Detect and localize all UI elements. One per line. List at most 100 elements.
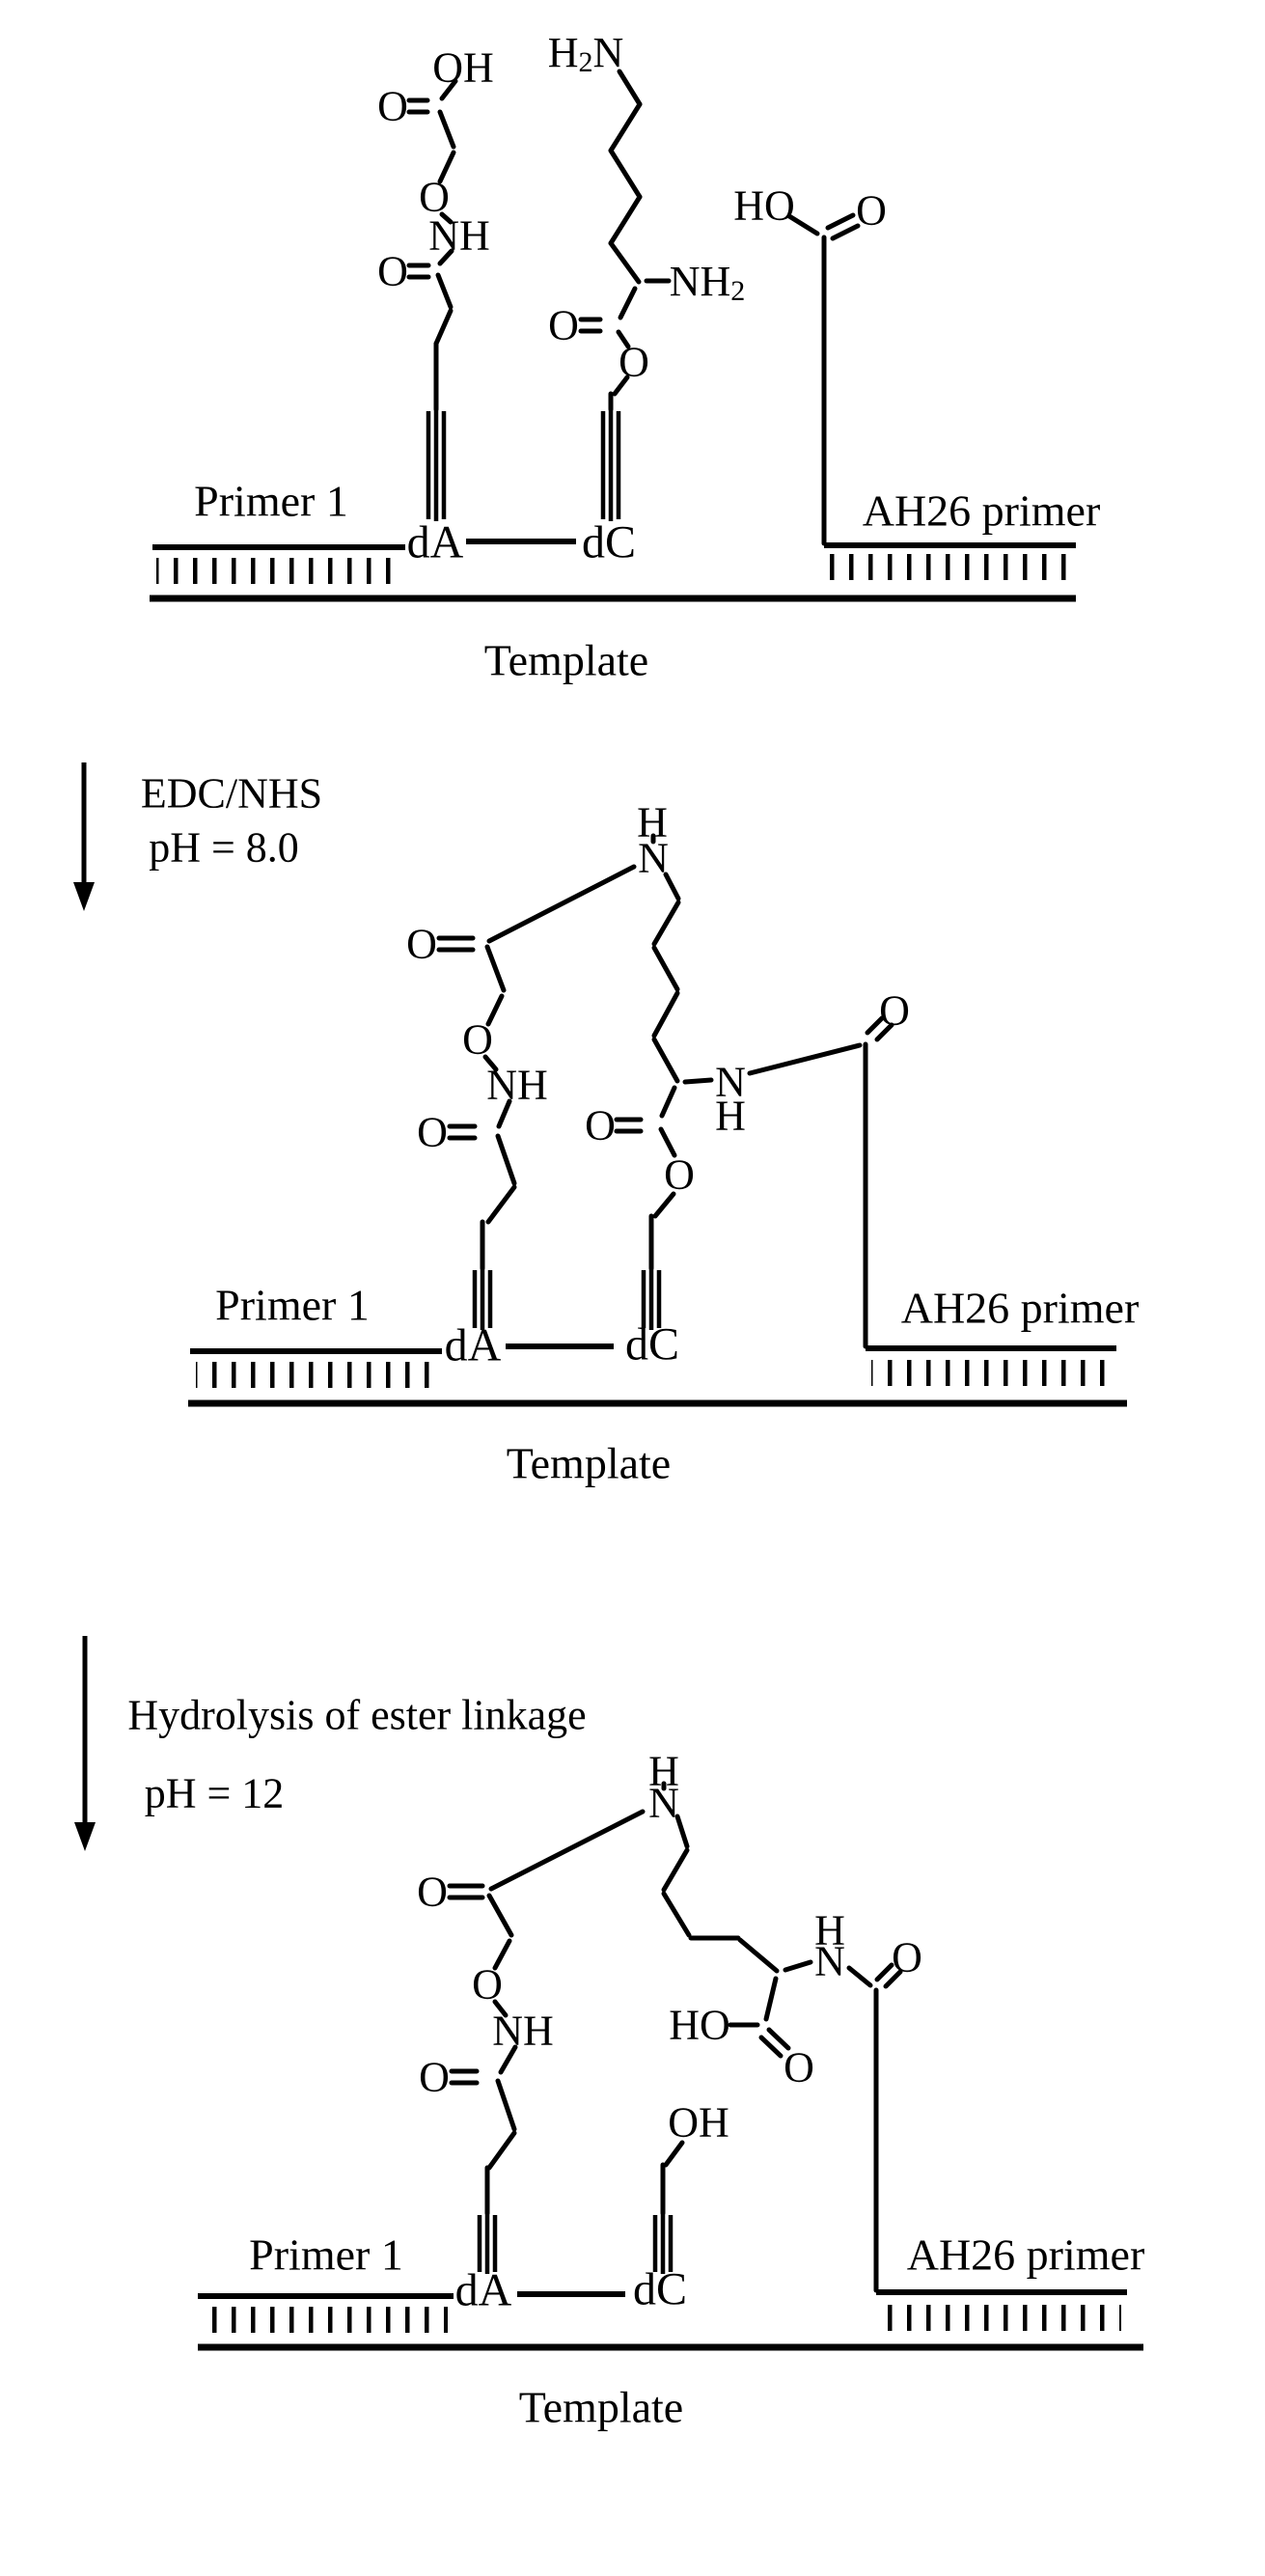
structure-oxyamine-acid-arm: OH O O NH O <box>377 44 494 521</box>
basepair-hatch-right <box>882 2305 1121 2331</box>
basepair-hatch-left <box>196 1362 437 1388</box>
condition-label: pH = 8.0 <box>149 824 299 872</box>
basepair-hatch-right <box>871 1360 1111 1386</box>
bond-oh-ch2 <box>663 2140 685 2168</box>
bond-c-n <box>783 1959 813 1973</box>
atom-label-ester-carbonyl-o: O <box>585 1102 616 1150</box>
nucleotide-dc: dC <box>582 517 636 568</box>
bond <box>437 150 456 184</box>
double-bond-line <box>865 1015 885 1036</box>
alkyne-triple-bond <box>426 409 447 521</box>
bond <box>495 2078 517 2132</box>
bond <box>618 286 638 320</box>
structure-bridge-amine: H N <box>488 1748 679 1892</box>
atom-label-nh2: NH2 <box>670 258 746 307</box>
atom-label-oh: OH <box>668 2099 729 2147</box>
double-bond-line <box>874 1962 894 1982</box>
atom-label-amide-o: O <box>419 2054 450 2101</box>
double-bond-line <box>883 1969 903 1989</box>
bond <box>651 990 680 1039</box>
bond-n-carbonyl <box>486 864 637 944</box>
nucleotide-dc: dC <box>633 2264 687 2315</box>
bond-c-o <box>658 1126 677 1158</box>
dna-assembly: Primer 1 dA dC AH26 primer Template <box>188 1281 1139 1488</box>
panel-hydrolyzed: H N O O NH O <box>198 1748 1144 2432</box>
alkyne-triple-bond <box>641 1268 662 1330</box>
structure-lysine-acid: H N O HO O <box>661 1814 922 2293</box>
atom-label-h2n: H2N <box>548 29 624 78</box>
bond-o-nh <box>439 211 454 225</box>
nucleotide-da: dA <box>455 2265 512 2316</box>
atom-label-ester-o: O <box>664 1151 695 1199</box>
ah26-primer-label: AH26 primer <box>863 486 1101 536</box>
atom-label-oh: OH <box>432 44 494 92</box>
nucleotide-da: dA <box>407 517 464 568</box>
bond <box>617 69 643 107</box>
structure-oxyamine-arm: O O NH O <box>417 1869 554 2274</box>
structure-lysine-ester: H2N NH2 O O <box>548 29 746 521</box>
bond <box>495 1133 517 1186</box>
atom-label-ester-carbonyl-o: O <box>548 302 579 349</box>
panel-initial: OH O O NH O H2N <box>150 29 1100 685</box>
structure-bridge-amine: H N <box>486 799 669 944</box>
arrow-head <box>74 1822 96 1851</box>
bond <box>674 1814 690 1849</box>
bond <box>437 109 456 150</box>
bond <box>651 945 680 992</box>
atom-label-carboxyl-o: O <box>377 83 408 130</box>
structure-hydroxymethyl-arm: OH <box>652 2099 729 2274</box>
bond-ho-c <box>786 213 820 236</box>
bond <box>486 2130 517 2171</box>
atom-label-ester-o: O <box>619 339 649 386</box>
bond <box>485 1184 517 1225</box>
bond <box>492 1938 512 1971</box>
atom-label-oxime-o: O <box>472 1961 503 2008</box>
bond <box>651 1037 680 1084</box>
atom-label-amide-n: N <box>814 1938 845 1985</box>
atom-label-ah26-o: O <box>879 987 910 1035</box>
reaction-arrow-2: Hydrolysis of ester linkage pH = 12 <box>74 1636 587 1851</box>
atom-label-oxime-o: O <box>419 174 450 221</box>
atom-label-amide-h: H <box>715 1093 746 1140</box>
bond-c-o <box>616 329 631 349</box>
bond <box>608 240 642 285</box>
template-label: Template <box>519 2383 683 2432</box>
bond <box>663 872 681 901</box>
ah26-primer-label: AH26 primer <box>907 2230 1145 2280</box>
ah26-primer-label: AH26 primer <box>901 1284 1140 1333</box>
bond <box>651 900 681 947</box>
bond-n-ah26c <box>747 1042 863 1076</box>
basepair-hatch-right <box>830 554 1071 580</box>
basepair-hatch-left <box>205 2307 448 2333</box>
dna-assembly: Primer 1 dA dC AH26 primer Template <box>198 2230 1144 2432</box>
bond-c-oh <box>439 78 458 101</box>
primer1-label: Primer 1 <box>194 477 348 526</box>
bond <box>612 374 630 397</box>
atom-label-acid-o: O <box>856 187 887 235</box>
double-bond-line <box>830 223 861 241</box>
bond <box>661 1847 690 1893</box>
bond <box>608 148 643 200</box>
bond-o-nh <box>482 1054 499 1072</box>
atom-label-ho: HO <box>733 182 795 230</box>
bond-n-ah26c <box>846 1965 873 1988</box>
bond <box>661 1891 692 1938</box>
atom-label-amide-o: O <box>377 248 408 295</box>
arrow-head <box>73 882 95 911</box>
atom-label-n: N <box>648 1780 679 1827</box>
template-label: Template <box>484 636 648 685</box>
nucleotide-da: dA <box>445 1320 502 1371</box>
dna-assembly: Primer 1 dA dC AH26 primer Template <box>150 477 1100 685</box>
double-bond-line <box>874 1022 894 1042</box>
bond <box>608 194 643 246</box>
atom-label-amide-n: N <box>715 1059 746 1106</box>
bond-nh-c <box>437 248 454 266</box>
atom-label-oxime-o: O <box>462 1016 493 1064</box>
alkyne-triple-bond <box>472 1268 493 1330</box>
alkyne-triple-bond <box>600 409 621 521</box>
atom-label-nh: NH <box>428 212 490 260</box>
atom-label-amide-h: H <box>814 1907 845 1954</box>
double-bond-line <box>758 2035 784 2059</box>
bond-nh-c <box>496 1098 512 1129</box>
atom-label-nh: NH <box>492 2008 554 2055</box>
